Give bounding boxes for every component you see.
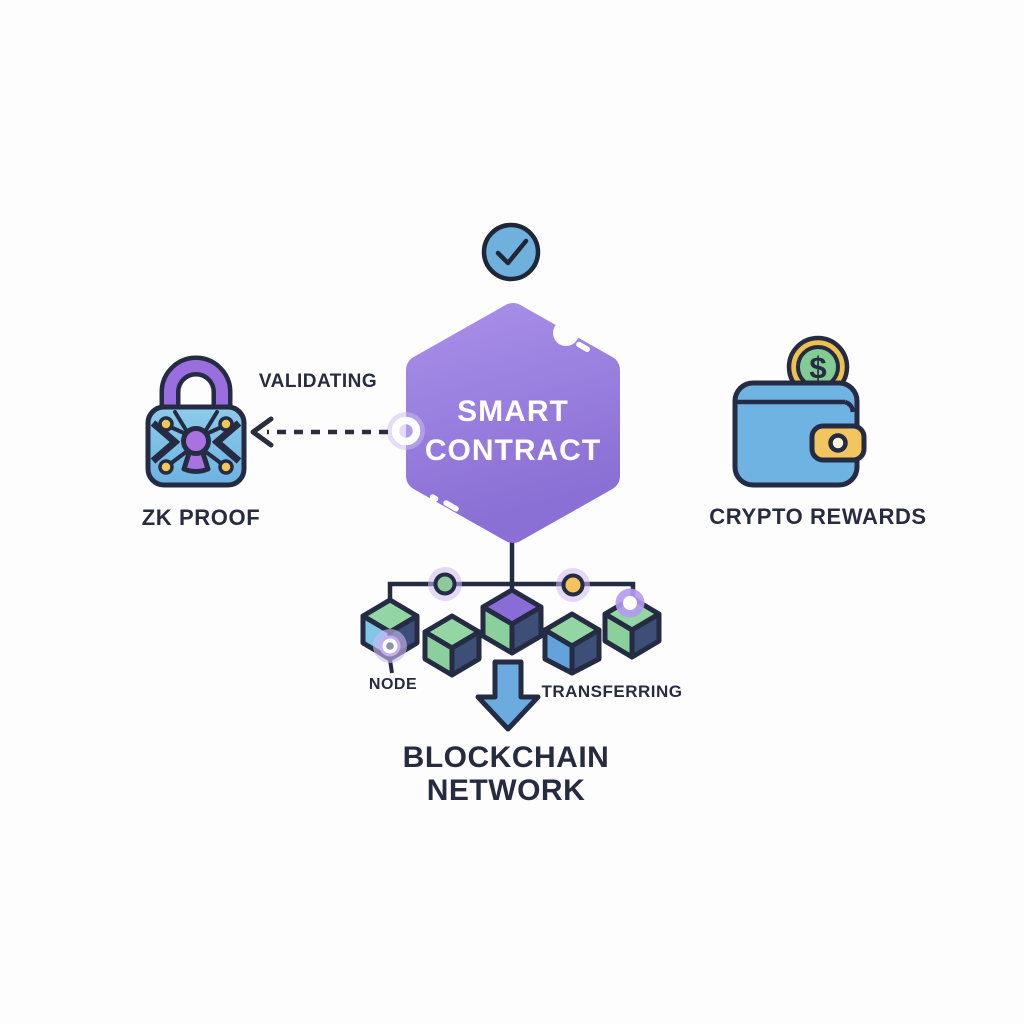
smart-contract-hexagon — [387, 303, 620, 543]
validating-label: VALIDATING — [258, 371, 378, 392]
check-icon — [481, 222, 541, 282]
junction-dot-yellow — [556, 568, 590, 602]
junction-dot-green — [428, 567, 462, 601]
transferring-label: TRANSFERRING — [541, 682, 683, 701]
crypto-rewards-label: CRYPTO REWARDS — [709, 504, 927, 529]
hexagon-notch — [553, 320, 579, 346]
node-marker-ring — [615, 588, 645, 618]
arrow-down-icon — [475, 659, 541, 732]
node-marker-dot — [373, 629, 407, 663]
wallet-clasp — [809, 423, 867, 463]
dollar-sign: $ — [809, 350, 826, 385]
wallet-coin-icon: $ — [732, 335, 867, 488]
node-cube-4 — [542, 611, 602, 676]
node-cube-5 — [602, 595, 662, 660]
blockchain-network-title: BLOCKCHAIN NETWORK — [402, 741, 610, 807]
zk-proof-label: ZK PROOF — [141, 505, 261, 530]
zk-lock-icon — [145, 355, 247, 488]
dashed-arrow — [250, 416, 388, 448]
node-label: NODE — [368, 676, 418, 693]
hexagon-anchor-ring — [391, 416, 421, 446]
node-cube-3 — [480, 587, 544, 656]
smart-contract-title: SMART CONTRACT — [424, 395, 602, 467]
node-cube-2 — [422, 613, 482, 678]
